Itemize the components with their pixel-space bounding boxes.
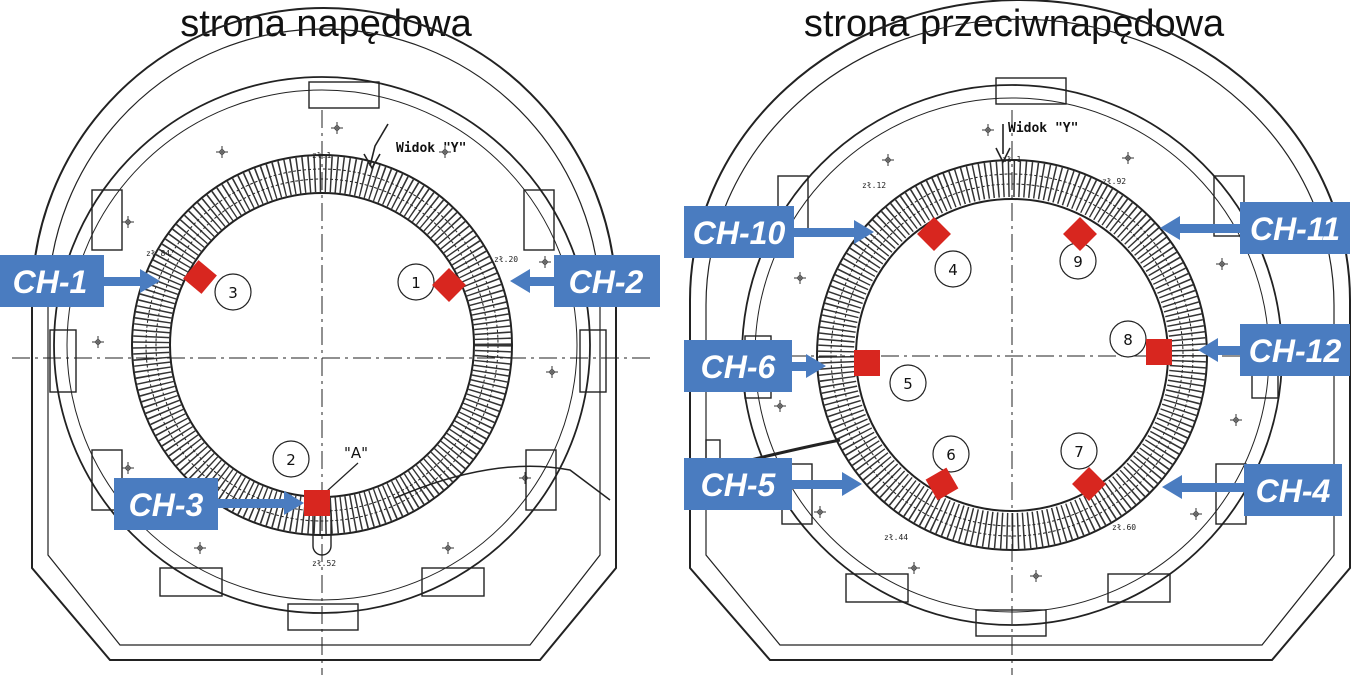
svg-text:3: 3: [228, 284, 238, 302]
arrow-ch1: [102, 269, 160, 293]
sensor-marker-ch4: [1072, 467, 1106, 501]
view-label-left: Widok "Y": [396, 141, 466, 156]
drive-side-drawing: [12, 7, 655, 675]
housing-inner-outline-left: [47, 28, 601, 646]
position-circle-5: 5: [889, 364, 927, 402]
svg-text:7: 7: [1074, 443, 1084, 461]
svg-text:CH-4: CH-4: [1256, 473, 1331, 509]
housing-inner-outline-right: [705, 18, 1335, 646]
svg-text:5: 5: [903, 375, 913, 393]
slot-no-left-84: zł.84: [146, 249, 170, 258]
slot-no-right-92: zł.92: [1102, 177, 1126, 186]
svg-text:8: 8: [1123, 331, 1133, 349]
sensor-marker-ch11: [1063, 217, 1097, 251]
sensor-marker-ch6: [854, 350, 880, 376]
svg-text:1: 1: [411, 274, 421, 292]
view-marker-left: [369, 123, 389, 167]
housing-outline-right: [689, 0, 1351, 661]
label-ch2: CH-2: [554, 255, 660, 307]
label-ch3: CH-3: [114, 478, 218, 530]
label-ch4: CH-4: [1244, 464, 1342, 516]
svg-text:CH-12: CH-12: [1249, 333, 1342, 369]
core-hatch-left: [133, 156, 511, 534]
sensor-marker-ch10: [917, 217, 951, 251]
housing-outline-left: [31, 7, 617, 661]
slot-no-right-12: zł.12: [862, 181, 886, 190]
arrow-ch11: [1160, 216, 1246, 240]
svg-text:4: 4: [948, 261, 958, 279]
arrow-ch12: [1198, 338, 1242, 362]
position-circle-1: 1: [397, 263, 435, 301]
position-circle-4: 4: [934, 250, 972, 288]
view-label-right: Widok "Y": [1008, 121, 1078, 136]
arrow-ch3: [214, 491, 304, 515]
arrow-ch5: [792, 472, 862, 496]
title-drive-side: strona napędowa: [180, 3, 472, 45]
position-circle-7: 7: [1060, 432, 1098, 470]
arrow-ch6: [788, 354, 826, 378]
slot-no-right-1: zł.1: [1002, 155, 1021, 164]
svg-text:CH-6: CH-6: [701, 349, 776, 385]
slot-no-left-20: zł.20: [494, 255, 518, 264]
sensor-marker-ch1: [183, 260, 217, 294]
position-circle-8: 8: [1109, 320, 1147, 358]
detail-a-label: "A": [344, 444, 368, 462]
slot-no-right-44: zł.44: [884, 533, 908, 542]
label-ch6: CH-6: [684, 340, 792, 392]
label-ch5: CH-5: [684, 458, 792, 510]
svg-text:CH-1: CH-1: [13, 264, 88, 300]
svg-text:CH-10: CH-10: [693, 215, 786, 251]
position-circle-2: 2: [272, 440, 310, 478]
sensor-marker-ch12: [1146, 339, 1172, 365]
slot-no-left-1: zł.1: [312, 151, 331, 160]
label-ch11: CH-11: [1240, 202, 1350, 254]
arrow-ch4: [1162, 475, 1246, 499]
slot-no-right-60: zł.60: [1112, 523, 1136, 532]
title-non-drive-side: strona przeciwnapędowa: [804, 3, 1225, 45]
svg-text:CH-2: CH-2: [569, 264, 644, 300]
svg-text:2: 2: [286, 451, 296, 469]
position-circle-3: 3: [214, 273, 252, 311]
label-ch10: CH-10: [684, 206, 794, 258]
sensor-marker-ch2: [432, 268, 466, 302]
slot-no-left-52: zł.52: [312, 559, 336, 568]
position-circle-6: 6: [932, 435, 970, 473]
arrow-ch2: [510, 269, 560, 293]
arrow-ch10: [792, 220, 874, 244]
svg-text:CH-11: CH-11: [1250, 211, 1340, 247]
svg-text:6: 6: [946, 446, 956, 464]
label-ch12: CH-12: [1240, 324, 1350, 376]
label-ch1: CH-1: [0, 255, 104, 307]
svg-text:CH-3: CH-3: [129, 487, 204, 523]
sensor-marker-ch5: [925, 467, 959, 501]
frame-slots-left: [49, 81, 607, 631]
sensor-marker-ch3: [304, 490, 330, 516]
cable-left: [394, 465, 611, 501]
svg-text:CH-5: CH-5: [701, 467, 777, 503]
svg-text:9: 9: [1073, 253, 1083, 271]
